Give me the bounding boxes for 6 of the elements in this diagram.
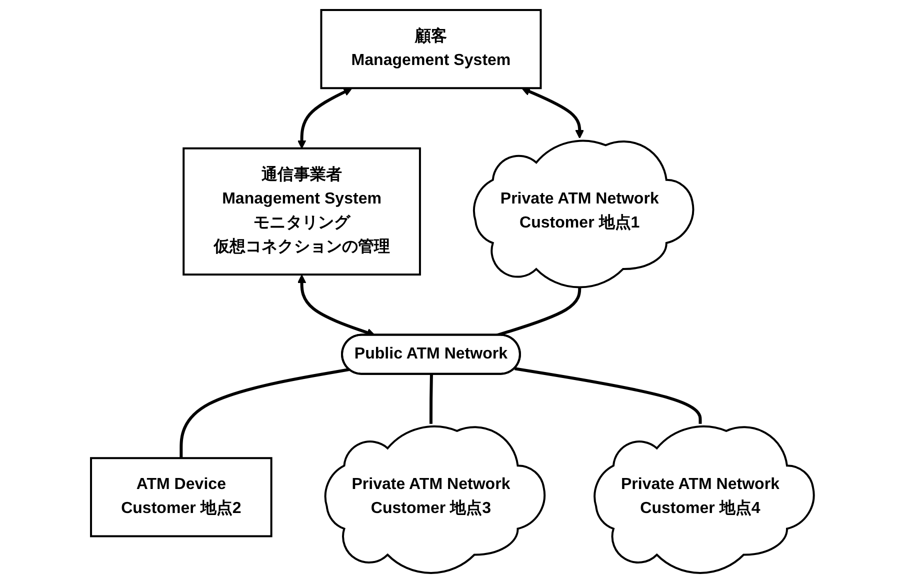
node-box: 顧客 Management System xyxy=(320,9,542,90)
arrow xyxy=(296,88,352,149)
connector xyxy=(179,368,350,458)
node-box: ATM Device Customer 地点2 xyxy=(90,457,272,538)
arrow xyxy=(521,87,584,139)
connector xyxy=(429,374,433,424)
